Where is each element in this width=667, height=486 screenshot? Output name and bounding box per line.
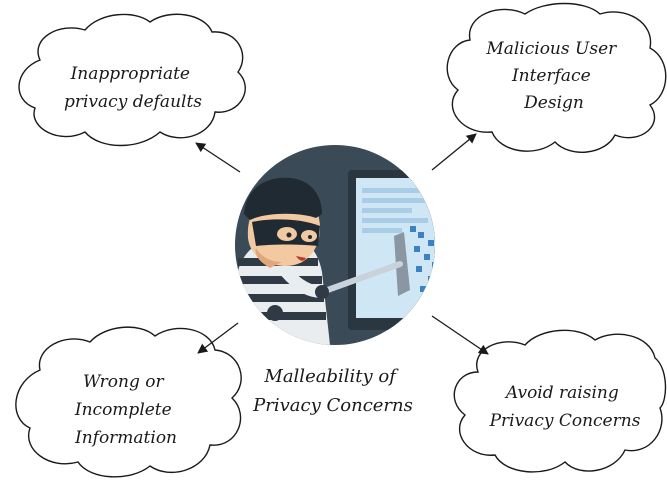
cloud-text-line: Malicious User — [485, 39, 617, 59]
cloud-shape — [446, 2, 667, 153]
arrow-to-bottom-right — [431, 315, 489, 355]
cloud-shape — [15, 326, 242, 478]
cloud-shape — [18, 13, 246, 147]
hacker-beanie — [244, 177, 322, 220]
arrow-to-top-right — [431, 133, 477, 171]
svg-text:Inappropriate privacy de: Inappropriate privacy defaults — [64, 64, 202, 112]
cloud-text-line: Information — [74, 428, 177, 448]
cloud-text-line: Inappropriate — [70, 64, 190, 84]
cloud-text-line: Incomplete — [74, 400, 172, 420]
cloud-node-inappropriate-defaults: Inappropriate privacy defaults — [18, 13, 246, 147]
hacker-at-computer-icon — [235, 145, 435, 345]
cloud-text-line: Design — [523, 93, 584, 113]
center-label-line: Privacy Concerns — [252, 395, 413, 416]
center-label-line: Malleability of — [263, 366, 399, 387]
arrow-to-bottom-left — [197, 322, 239, 354]
cloud-text-line: Wrong or — [83, 372, 165, 392]
cloud-text-line: Interface — [511, 66, 591, 86]
center-label: Malleability of Privacy Concerns — [252, 366, 413, 416]
cloud-text-line: Avoid raising — [504, 383, 619, 403]
arrow-to-top-left — [195, 142, 241, 173]
svg-text:Wrong or Incomplete: Wrong or Incomplete Information — [74, 372, 177, 448]
cloud-node-wrong-information: Wrong or Incomplete Information — [15, 326, 242, 478]
svg-text:Malicious User Interface: Malicious User Interface Design — [485, 39, 621, 113]
cloud-shape — [453, 329, 667, 473]
svg-text:Avoid raising Privacy Co: Avoid raising Privacy Concerns — [489, 383, 641, 431]
cloud-text-line: privacy defaults — [64, 92, 202, 112]
cloud-node-avoid-raising-concerns: Avoid raising Privacy Concerns — [453, 329, 667, 473]
cloud-node-malicious-ui-design: Malicious User Interface Design — [446, 2, 667, 153]
cloud-text-line: Privacy Concerns — [489, 411, 641, 431]
